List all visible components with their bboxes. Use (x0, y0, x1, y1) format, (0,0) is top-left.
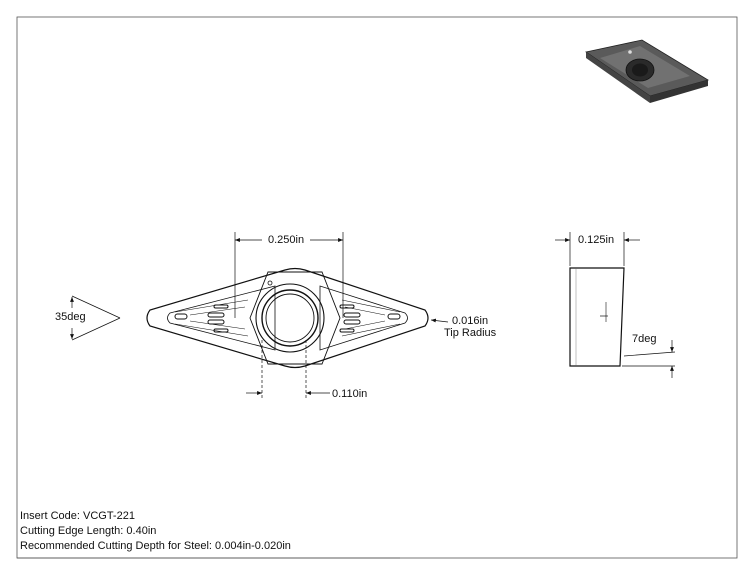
sheet-border (16, 16, 738, 559)
cutting-edge-length-text: Cutting Edge Length: 0.40in (20, 525, 157, 537)
dim-tip-radius (430, 318, 449, 323)
cutting-depth-text: Recommended Cutting Depth for Steel: 0.0… (20, 540, 291, 552)
dim-tip-radius-label: Tip Radius (444, 327, 497, 339)
insert-code-text: Insert Code: VCGT-221 (20, 510, 135, 522)
isometric-view (585, 39, 710, 103)
dim-thickness (555, 232, 640, 266)
dim-clearance-angle (622, 340, 676, 378)
insert-top-view (146, 267, 429, 369)
insert-info-block: Insert Code: VCGT-221 Cutting Edge Lengt… (20, 509, 291, 554)
dim-hole-offset-label: 0.110in (332, 388, 368, 400)
dim-thickness-label: 0.125in (578, 234, 615, 246)
dim-angle-label: 35deg (55, 311, 86, 323)
dim-tip-radius-value: 0.016in (452, 315, 489, 327)
dim-width-top (234, 232, 344, 318)
dim-hole-offset (246, 340, 330, 398)
dim-angle (70, 295, 121, 341)
insert-side-view (569, 267, 625, 367)
dim-width-top-label: 0.250in (268, 234, 305, 246)
dim-clearance-angle-label: 7deg (632, 333, 657, 345)
